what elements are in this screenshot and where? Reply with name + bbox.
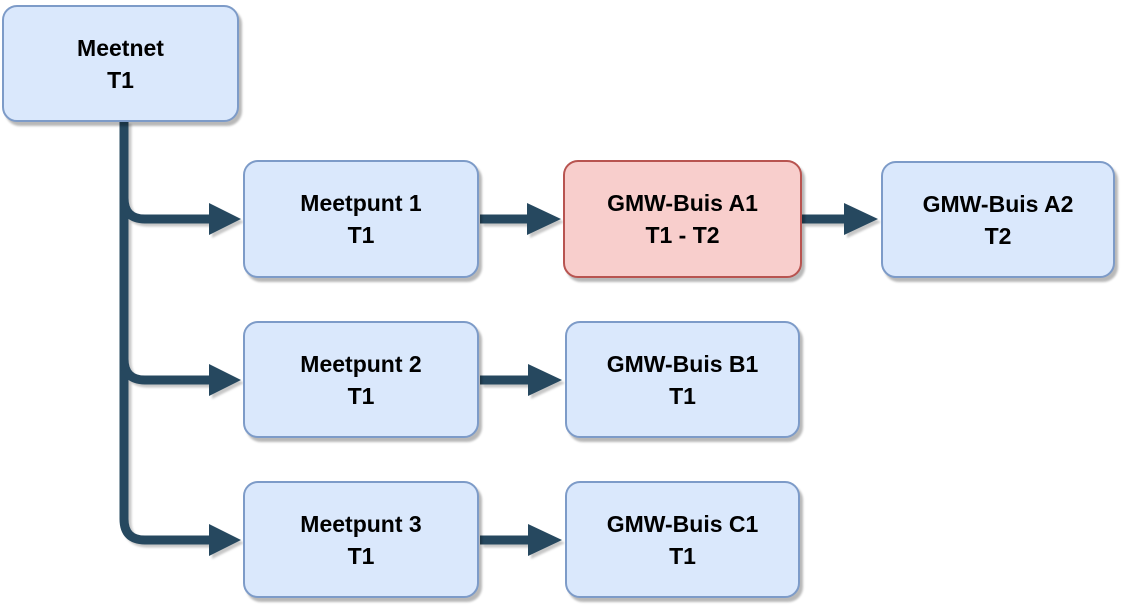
node-gmw-buis-c1-label: GMW-Buis C1 [606,510,759,537]
node-meetpunt-2: Meetpunt 2 T1 [243,321,479,438]
node-gmw-buis-a1-sublabel: T1 - T2 [645,222,720,248]
node-meetnet: Meetnet T1 [2,5,239,122]
edge-meetnet-meetpunt-3 [119,121,241,556]
edge-meetnet-meetpunt-2 [119,358,241,396]
node-gmw-buis-a1: GMW-Buis A1 T1 - T2 [563,160,802,278]
node-gmw-buis-b1: GMW-Buis B1 T1 [565,321,800,438]
node-meetpunt-3-sublabel: T1 [347,542,375,569]
node-gmw-buis-a2: GMW-Buis A2 T2 [881,161,1115,278]
node-meetpunt-1: Meetpunt 1 T1 [243,160,479,278]
edge-meetpunt-3-gmw-buis-c1 [480,524,562,556]
node-gmw-buis-b1-label: GMW-Buis B1 [606,350,759,377]
edge-meetpunt-1-gmw-buis-a1 [480,203,561,235]
node-gmw-buis-a2-sublabel: T2 [984,222,1012,249]
node-meetnet-label: Meetnet [77,34,164,61]
node-meetpunt-2-label: Meetpunt 2 [300,350,422,377]
node-meetpunt-2-sublabel: T1 [347,382,375,409]
edge-gmw-buis-a1-gmw-buis-a2 [802,203,878,235]
node-gmw-buis-b1-sublabel: T1 [669,382,696,409]
edge-meetpunt-2-gmw-buis-b1 [480,364,562,396]
node-meetpunt-3-label: Meetpunt 3 [300,510,422,537]
node-gmw-buis-c1: GMW-Buis C1 T1 [565,481,800,598]
node-gmw-buis-a1-label: GMW-Buis A1 [607,190,758,216]
node-meetpunt-1-sublabel: T1 [347,222,375,248]
node-meetpunt-3: Meetpunt 3 T1 [243,481,479,598]
node-gmw-buis-a2-label: GMW-Buis A2 [922,190,1074,217]
node-meetnet-sublabel: T1 [107,66,134,93]
edge-meetnet-meetpunt-1 [119,197,241,235]
node-gmw-buis-c1-sublabel: T1 [669,542,696,569]
node-meetpunt-1-label: Meetpunt 1 [300,190,422,216]
